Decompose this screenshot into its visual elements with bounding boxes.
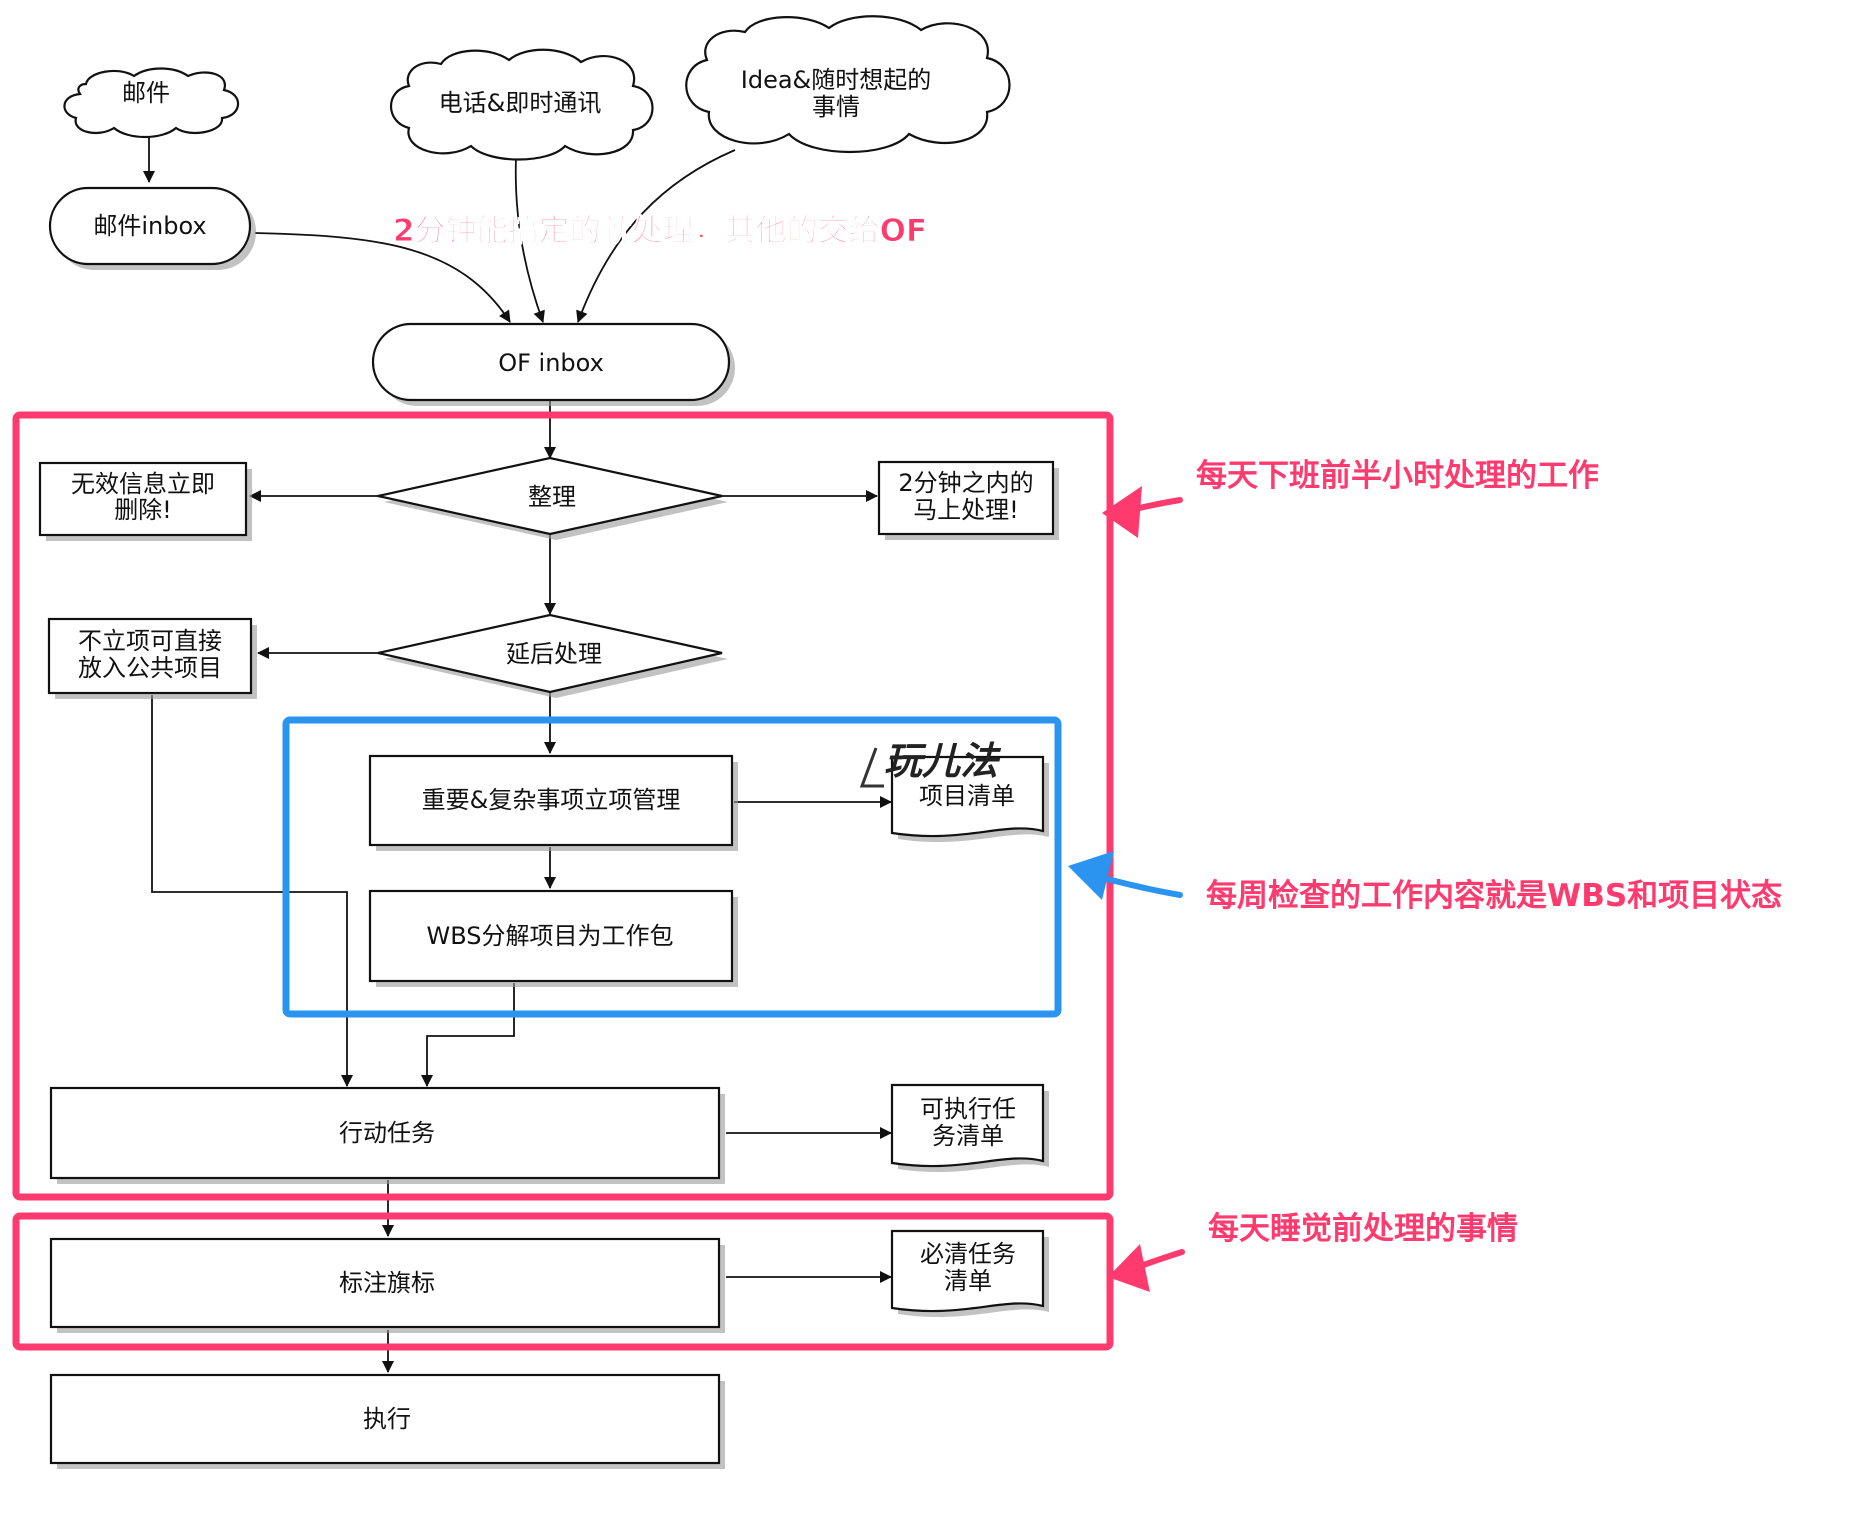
project-list-label: 项目清单 bbox=[919, 782, 1015, 810]
organize-label: 整理 bbox=[528, 483, 576, 511]
node-must-do-list: 必清任务 清单 bbox=[890, 1229, 1049, 1318]
node-phone-cloud: 电话&即时通讯 bbox=[389, 48, 654, 161]
node-mail-inbox: 邮件inbox bbox=[48, 186, 256, 270]
diamond bbox=[377, 456, 723, 536]
node-two-min: 2分钟之内的 马上处理! bbox=[877, 460, 1059, 540]
node-idea-cloud: Idea&随时想起的 事情 bbox=[685, 15, 1011, 154]
annotation-weekly-review: 每周检查的工作内容就是WBS和项目状态 bbox=[1206, 878, 1782, 914]
node-actionable-list: 可执行任 务清单 bbox=[890, 1083, 1049, 1173]
edge-wbs-to-action-tasks bbox=[421, 983, 515, 1087]
two-min-label-line2: 马上处理! bbox=[913, 496, 1019, 524]
pink-arrow-work-end-icon bbox=[1102, 486, 1183, 538]
actionable-label-line1: 可执行任 bbox=[920, 1095, 1016, 1123]
cloud-shape bbox=[389, 48, 654, 161]
edge-idea-to-of-inbox bbox=[576, 149, 736, 323]
document-shape bbox=[890, 1229, 1045, 1313]
execute-label: 执行 bbox=[363, 1405, 411, 1433]
watermark-label: 玩儿法 bbox=[884, 739, 1002, 783]
nodes: 邮件 电话&即时通讯 Idea&随时想起的 事情 邮件inbox OF inbo… bbox=[38, 15, 1059, 1469]
annotation-two-min-rule: 2分钟能搞定的就处理，其他的交给OF bbox=[393, 213, 927, 249]
node-execute: 执行 bbox=[49, 1373, 725, 1469]
node-mail-cloud: 邮件 bbox=[63, 67, 240, 138]
wbs-label: WBS分解项目为工作包 bbox=[426, 922, 673, 950]
no-project-label-line1: 不立项可直接 bbox=[78, 627, 222, 655]
edge-no-project-to-action-tasks bbox=[151, 695, 353, 1087]
box bbox=[49, 1237, 721, 1329]
cloud-shape bbox=[63, 67, 240, 138]
frame-daily-before-work-end bbox=[12, 411, 1114, 1201]
diamond bbox=[377, 613, 723, 694]
rounded-box bbox=[48, 186, 252, 266]
box bbox=[368, 889, 734, 983]
node-project-list: 项目清单 bbox=[890, 755, 1049, 843]
document-shape bbox=[890, 1083, 1045, 1168]
node-no-project: 不立项可直接 放入公共项目 bbox=[47, 617, 257, 699]
box bbox=[877, 460, 1055, 536]
edge-mail-inbox-to-of-inbox bbox=[254, 232, 511, 323]
actionable-label-line2: 务清单 bbox=[932, 1122, 1004, 1150]
annotation-daily-before-work-end: 每天下班前半小时处理的工作 bbox=[1196, 458, 1599, 494]
watermark-logo-icon bbox=[859, 747, 884, 788]
must-do-label-line1: 必清任务 bbox=[920, 1240, 1016, 1268]
cloud-shape bbox=[685, 15, 1011, 154]
two-min-label-line1: 2分钟之内的 bbox=[898, 469, 1033, 497]
node-of-inbox: OF inbox bbox=[371, 322, 735, 406]
mail-inbox-label: 邮件inbox bbox=[93, 212, 206, 240]
node-action-tasks: 行动任务 bbox=[49, 1086, 725, 1184]
watermark: 玩儿法 bbox=[859, 739, 1002, 788]
document-shape bbox=[890, 755, 1045, 838]
pink-arrow-before-sleep-icon bbox=[1108, 1244, 1185, 1292]
no-project-label-line2: 放入公共项目 bbox=[78, 654, 222, 682]
defer-label: 延后处理 bbox=[506, 640, 602, 668]
annotations: 2分钟能搞定的就处理，其他的交给OF 每天下班前半小时处理的工作 每周检查的工作… bbox=[12, 213, 1782, 1351]
annotation-daily-before-sleep: 每天睡觉前处理的事情 bbox=[1208, 1211, 1518, 1247]
action-tasks-label: 行动任务 bbox=[339, 1119, 435, 1147]
box bbox=[368, 754, 734, 847]
box bbox=[49, 1373, 721, 1465]
phone-im-label: 电话&即时通讯 bbox=[439, 89, 602, 117]
idea-label-line2: 事情 bbox=[812, 93, 860, 121]
idea-label-line1: Idea&随时想起的 bbox=[741, 66, 932, 94]
node-wbs: WBS分解项目为工作包 bbox=[368, 889, 738, 987]
edges bbox=[143, 128, 892, 1373]
edge-phone-to-of-inbox bbox=[514, 157, 545, 323]
node-organize: 整理 bbox=[377, 456, 728, 540]
box bbox=[38, 461, 248, 537]
rounded-box bbox=[371, 322, 731, 402]
box bbox=[47, 617, 253, 695]
node-defer: 延后处理 bbox=[377, 613, 728, 698]
box bbox=[49, 1086, 721, 1180]
frame-weekly-review bbox=[282, 716, 1062, 1018]
of-inbox-label: OF inbox bbox=[498, 349, 604, 377]
must-do-label-line2: 清单 bbox=[944, 1267, 992, 1295]
flag-label: 标注旗标 bbox=[339, 1269, 435, 1297]
project-mgmt-label: 重要&复杂事项立项管理 bbox=[422, 786, 681, 814]
invalid-label-line1: 无效信息立即 bbox=[71, 470, 215, 498]
invalid-label-line2: 删除! bbox=[114, 496, 172, 524]
node-project-mgmt: 重要&复杂事项立项管理 bbox=[368, 754, 738, 851]
mail-label: 邮件 bbox=[122, 79, 170, 107]
node-invalid-delete: 无效信息立即 删除! bbox=[38, 461, 252, 541]
frame-daily-before-sleep bbox=[12, 1212, 1114, 1351]
node-flag: 标注旗标 bbox=[49, 1237, 725, 1333]
blue-arrow-weekly-icon bbox=[1068, 851, 1183, 900]
